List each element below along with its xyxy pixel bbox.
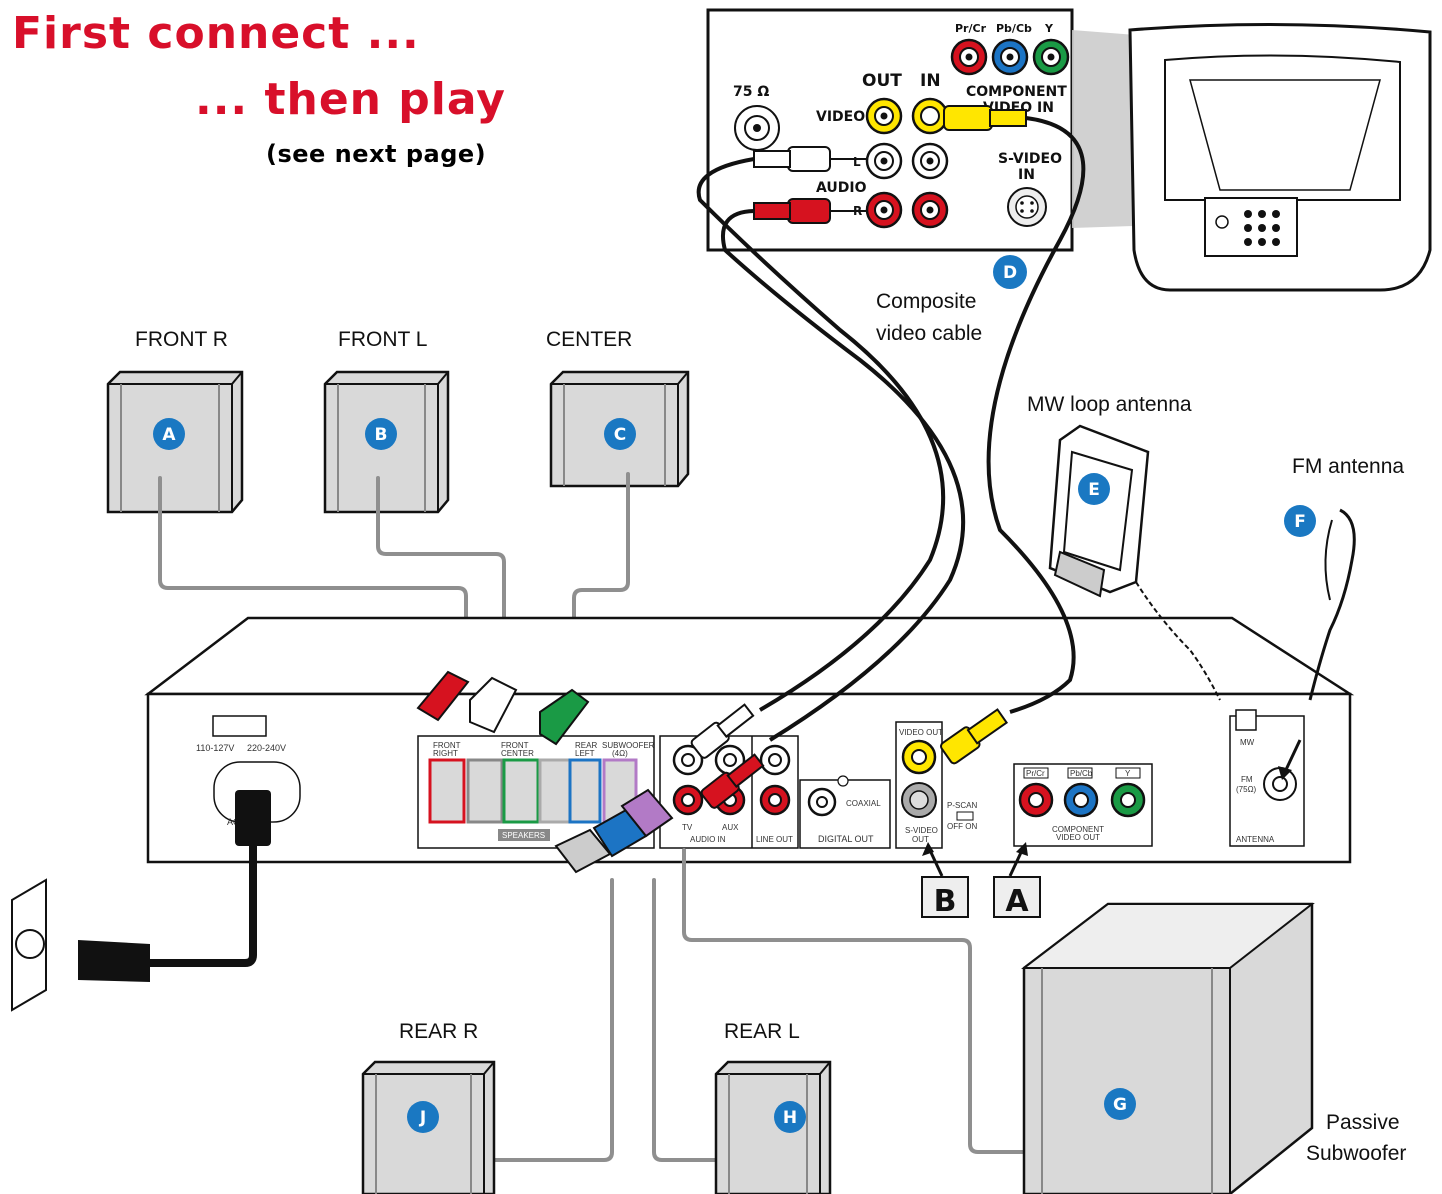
audio-in-term-label: AUDIO IN (690, 835, 726, 844)
svideo-out-label-2: OUT (912, 835, 929, 844)
aux-term-label: AUX (722, 823, 739, 832)
unit-pr-label: Pr/Cr (1026, 769, 1045, 778)
marker-f-text: F (1294, 512, 1306, 532)
marker-h-text: H (783, 1108, 797, 1128)
main-unit: 110-127V 220-240V AC MAINS~ FRONT RIGHT … (148, 618, 1350, 862)
marker-a-text: A (162, 425, 176, 445)
tv-component-label-1: COMPONENT (966, 84, 1067, 100)
fm-term-label-2: (75Ω) (1236, 785, 1257, 794)
marker-c-text: C (614, 425, 626, 445)
tv-y-label: Y (1044, 22, 1054, 35)
tv-pb-label: Pb/Cb (996, 22, 1032, 35)
tv-audio-label: AUDIO (816, 180, 867, 196)
marker-d-text: D (1003, 263, 1017, 283)
antenna-term-label: ANTENNA (1236, 835, 1275, 844)
subwoofer-box (1024, 904, 1312, 1194)
rear-left-term-2: LEFT (575, 749, 595, 758)
coaxial-label: COAXIAL (846, 799, 881, 808)
digital-out-label: DIGITAL OUT (818, 834, 874, 844)
front-center-term-2: CENTER (501, 749, 534, 758)
tv-svideo-label-1: S-VIDEO (998, 151, 1062, 167)
front-right-term-2: RIGHT (433, 749, 458, 758)
connector-b-label: B (934, 884, 957, 919)
component-out-label-2: VIDEO OUT (1056, 833, 1100, 842)
mw-term-label: MW (1240, 738, 1255, 747)
tv-svideo-label-2: IN (1018, 167, 1035, 183)
marker-e-text: E (1088, 480, 1100, 500)
marker-b-text: B (375, 425, 388, 445)
pscan-off-on-label: OFF ON (947, 822, 977, 831)
unit-y-label: Y (1125, 769, 1131, 778)
tv-pr-label: Pr/Cr (955, 22, 987, 35)
speaker-rear-l (716, 1062, 830, 1194)
line-out-term-label: LINE OUT (756, 835, 793, 844)
marker-j-text: J (419, 1108, 426, 1128)
pscan-label: P-SCAN (947, 801, 977, 810)
voltage-left-label: 110-127V (196, 743, 234, 753)
tv-l-label: L (853, 155, 861, 169)
subwoofer-term-2: (4Ω) (612, 749, 628, 758)
unit-pb-label: Pb/Cb (1070, 769, 1093, 778)
tv-out-label: OUT (862, 71, 902, 91)
speakers-term-label: SPEAKERS (502, 831, 545, 840)
connector-a-label: A (1005, 884, 1029, 919)
tv-term-label: TV (682, 823, 693, 832)
tv-video-label: VIDEO (816, 109, 865, 125)
tv-connector-panel: 75 Ω OUT IN VIDEO AUDIO COMPONENT VIDEO … (708, 10, 1072, 250)
video-out-label: VIDEO OUT (899, 728, 943, 737)
tv-in-label: IN (920, 71, 941, 91)
voltage-right-label: 220-240V (247, 743, 286, 753)
subwoofer-term-1: SUBWOOFER (602, 741, 655, 750)
svideo-out-label-1: S-VIDEO (905, 826, 938, 835)
fm-term-label-1: FM (1241, 775, 1253, 784)
tv-ohm-label: 75 Ω (733, 84, 769, 100)
marker-g-text: G (1113, 1095, 1127, 1115)
tv-icon (1072, 24, 1430, 290)
